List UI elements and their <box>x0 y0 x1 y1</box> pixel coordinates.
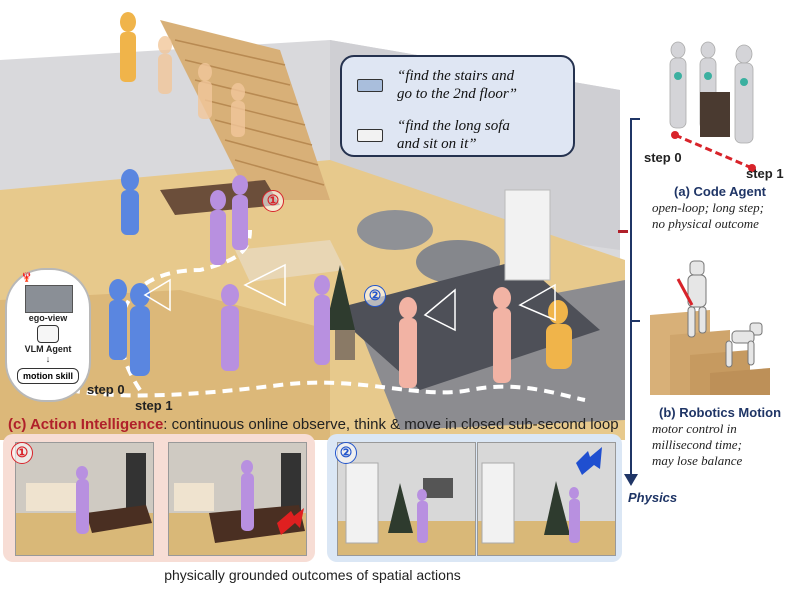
vlm-agent-label: VLM Agent <box>24 344 72 354</box>
human-peach-group <box>399 287 511 388</box>
outcome-panel-two: ② <box>327 434 622 562</box>
code-agent-step0: step 0 <box>644 150 682 165</box>
code-agent-title: (a) Code Agent <box>674 184 766 199</box>
caption-c-title: (c) Action Intelligence <box>8 416 164 433</box>
panel2-thumb-after <box>477 442 616 556</box>
outcome-panel-one: ① <box>3 434 315 562</box>
bookshelf <box>504 189 551 281</box>
human-orange-group <box>120 12 572 369</box>
panel2-thumb-before <box>337 442 476 556</box>
code-agent-step1: step 1 <box>746 166 784 181</box>
lobster-icon: 🦞 <box>21 272 33 282</box>
panel2-marker: ② <box>335 442 357 464</box>
arrow-down-icon: ↓ <box>45 354 51 364</box>
physics-axis-line <box>630 118 632 480</box>
caption-c-desc: : continuous online observe, think & mov… <box>163 416 619 433</box>
instruction-legend: “find the stairs and go to the 2nd floor… <box>340 55 575 157</box>
marker-two: ② <box>364 285 386 307</box>
potted-plant <box>325 265 355 330</box>
long-sofa <box>330 260 600 390</box>
panel1-marker: ① <box>11 442 33 464</box>
robotics-illustration <box>650 260 770 395</box>
view-frustums <box>143 263 556 332</box>
bracket-connector <box>618 230 628 233</box>
code-agent-illustration <box>669 41 756 172</box>
human-blue-group <box>109 169 150 376</box>
marker-one: ① <box>262 190 284 212</box>
legend-swatch-sofa <box>357 129 383 142</box>
scene-step1-label: step 1 <box>135 398 173 413</box>
motion-skill-label: motion skill <box>17 368 79 384</box>
instruction-sofa: “find the long sofa and sit on it” <box>397 118 510 152</box>
bottom-caption: physically grounded outcomes of spatial … <box>164 567 461 583</box>
human-purple-group <box>210 175 330 371</box>
ego-view-icon <box>25 285 73 313</box>
legend-swatch-stairs <box>357 79 383 92</box>
panel1-thumb-after <box>168 442 307 556</box>
ego-view-label: ego-view <box>28 313 68 323</box>
robotics-title: (b) Robotics Motion <box>658 405 782 420</box>
code-agent-desc: open-loop; long step; no physical outcom… <box>652 200 764 231</box>
robotics-desc: motor control in millisecond time; may l… <box>652 421 743 468</box>
robot-face-icon <box>37 325 59 343</box>
caption-action-intelligence: (c) Action Intelligence: continuous onli… <box>8 416 619 433</box>
panel1-thumb-before <box>15 442 154 556</box>
physics-arrow-icon <box>624 474 638 486</box>
physics-label: Physics <box>628 490 678 505</box>
coffee-table <box>235 240 345 282</box>
scene-step0-label: step 0 <box>87 382 125 397</box>
instruction-stairs: “find the stairs and go to the 2nd floor… <box>397 68 518 102</box>
agent-loop-bubble: 🦞 ego-view VLM Agent ↓ motion skill <box>5 268 91 402</box>
